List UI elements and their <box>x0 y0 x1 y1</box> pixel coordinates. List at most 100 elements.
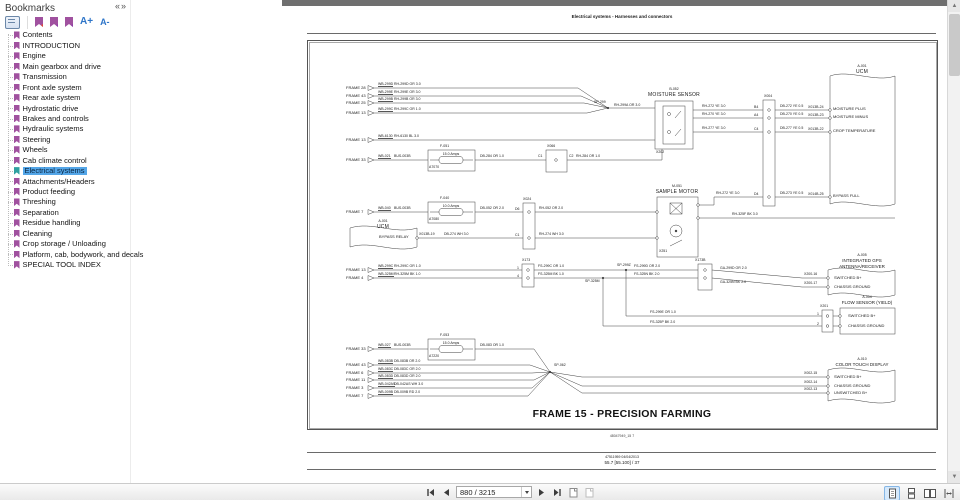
bookmark-icon <box>14 188 20 196</box>
bookmark-item[interactable]: Separation <box>0 207 130 217</box>
component-title: MOISTURE SENSOR <box>648 92 700 98</box>
bookmark-item[interactable]: Platform, cab, bodywork, and decals <box>0 249 143 259</box>
frame-ref-label: FRAME 43 <box>346 93 366 98</box>
scroll-up-icon[interactable]: ▲ <box>948 0 960 12</box>
pin-label: D6 <box>515 206 520 211</box>
wire-code: RH-325F BK 3.0 <box>732 211 758 216</box>
facing-pages-view-icon[interactable] <box>922 486 938 500</box>
previous-page-button[interactable] <box>440 486 453 498</box>
bookmark-item[interactable]: Product feeding <box>0 187 130 197</box>
fit-width-view-icon[interactable] <box>941 486 957 500</box>
component-title: INTEGRATED GPS <box>842 258 882 263</box>
bookmark-icon <box>14 73 20 81</box>
continuous-view-icon[interactable] <box>903 486 919 500</box>
signal-label: SWITCHED B+ <box>834 373 862 379</box>
bookmark-item[interactable]: Main gearbox and drive <box>0 61 130 71</box>
bookmark-settings-icon[interactable] <box>65 17 73 27</box>
pin-label: X200-16 <box>804 271 818 276</box>
connector-label: X004 <box>764 93 773 98</box>
pin-label: C1 <box>538 154 543 158</box>
expand-bookmark-icon[interactable] <box>35 17 43 27</box>
collapse-panel-icon[interactable]: «» <box>114 1 127 11</box>
bookmark-item[interactable]: Attachments/Headers <box>0 176 130 186</box>
bookmark-item[interactable]: Wheels <box>0 145 130 155</box>
component-id: A-001 <box>378 219 388 223</box>
bookmark-icon <box>14 41 20 50</box>
diagram-lines <box>349 73 896 404</box>
bookmark-item[interactable]: Cab climate control <box>0 155 130 165</box>
frame-ref-label: FRAME 3 <box>346 385 364 390</box>
bookmark-item[interactable]: Contents <box>0 30 130 40</box>
diagram-caption: 48047949_15 7 <box>609 434 635 438</box>
signal-label: SWITCHED B+ <box>834 274 862 280</box>
pin-label: C2 <box>569 154 574 158</box>
component-id: A-005 <box>857 253 867 257</box>
bookmark-item[interactable]: Hydrostatic drive <box>0 103 130 113</box>
bookmark-item[interactable]: Hydraulic systems <box>0 124 130 134</box>
add-bookmark-icon[interactable] <box>50 17 58 27</box>
splice-label: SP-299 <box>594 100 606 104</box>
wire-code: BUS-003B <box>394 206 411 210</box>
wire-code: GA-325N BK 2.0 <box>720 279 747 284</box>
next-view-icon[interactable] <box>583 486 596 498</box>
component-id: A-004 <box>862 295 872 299</box>
bookmark-item[interactable]: Transmission <box>0 72 130 82</box>
pin-label: B4 <box>754 105 759 109</box>
scroll-down-icon[interactable]: ▼ <box>948 471 960 483</box>
bookmark-icon <box>14 261 20 269</box>
wire-code: RH-299A OR 3.0 <box>614 102 641 107</box>
bookmark-item[interactable]: INTRODUCTION <box>0 40 130 50</box>
pin-label: X013B-23 <box>808 112 824 117</box>
frame-ref-label: FRAME 7 <box>346 209 364 214</box>
pin-label: X013B-19 <box>419 232 435 236</box>
pin-label: X013B-22 <box>808 126 824 131</box>
bookmark-item[interactable]: Threshing <box>0 197 130 207</box>
page-number-input[interactable]: 880 / 3215 <box>456 486 532 498</box>
connector-label: X173 <box>522 257 531 262</box>
frame-ref-label: FRAME 43 <box>346 362 366 367</box>
bookmark-item[interactable]: Cleaning <box>0 228 130 238</box>
wire-code: RH-272 YE 3.0 <box>716 190 740 195</box>
single-page-view-icon[interactable] <box>884 486 900 500</box>
next-page-button[interactable] <box>535 486 548 498</box>
bookmark-item[interactable]: Residue handling <box>0 218 130 228</box>
wire-code: RH-299E OR 3.0 <box>394 90 421 94</box>
font-increase-button[interactable]: A+ <box>80 16 94 27</box>
bookmark-item[interactable]: Brakes and controls <box>0 114 130 124</box>
purple-badge-icon <box>56 24 58 27</box>
signal-label: CHASSIS GROUND <box>848 322 885 328</box>
wire-code: GA-299D OR 2.0 <box>720 266 747 270</box>
first-page-button[interactable] <box>424 486 437 498</box>
footer-rule <box>307 452 936 453</box>
bookmark-item[interactable]: Rear axle system <box>0 93 130 103</box>
harness-code: WB-299C <box>378 263 394 269</box>
vertical-scrollbar[interactable]: ▲ ▼ <box>947 0 960 483</box>
wire-code: DB-042AS WH 3.0 <box>394 382 424 386</box>
bookmark-item[interactable]: SPECIAL TOOL INDEX <box>0 260 130 270</box>
diagram-border <box>307 40 938 430</box>
page-layout-buttons <box>884 486 957 500</box>
wire-code: FS-299D OR 2.0 <box>634 264 661 268</box>
fuse-rating: 15.0 Amps <box>442 340 460 345</box>
harness-code: WB-083C <box>378 366 394 372</box>
wire-code: DB-284 OR 1.0 <box>480 154 504 158</box>
bookmark-item[interactable]: Steering <box>0 134 130 144</box>
chevron-down-icon[interactable] <box>521 487 531 497</box>
frame-ref-label: FRAME 7 <box>346 393 364 398</box>
panel-options-icon[interactable] <box>5 15 20 29</box>
scrollbar-thumb[interactable] <box>949 14 960 76</box>
bookmark-icon <box>14 104 20 113</box>
connector-label: X202 <box>656 149 665 154</box>
wire-code: DB-083 OR 1.0 <box>480 343 504 347</box>
last-page-button[interactable] <box>551 486 564 498</box>
bookmark-item-selected[interactable]: Electrical systems <box>0 166 130 176</box>
bookmark-item[interactable]: Engine <box>0 51 130 61</box>
wire-code: DB-274 WH 3.0 <box>444 232 469 236</box>
bookmark-item[interactable]: Crop storage / Unloading <box>0 239 130 249</box>
harness-code: WB-009B <box>378 389 393 395</box>
bookmark-item[interactable]: Front axle system <box>0 82 130 92</box>
bookmark-icon <box>14 198 20 206</box>
font-decrease-button[interactable]: A- <box>100 16 110 27</box>
wire-code: RH-274 WH 3.0 <box>539 232 564 236</box>
previous-view-icon[interactable] <box>567 486 580 498</box>
